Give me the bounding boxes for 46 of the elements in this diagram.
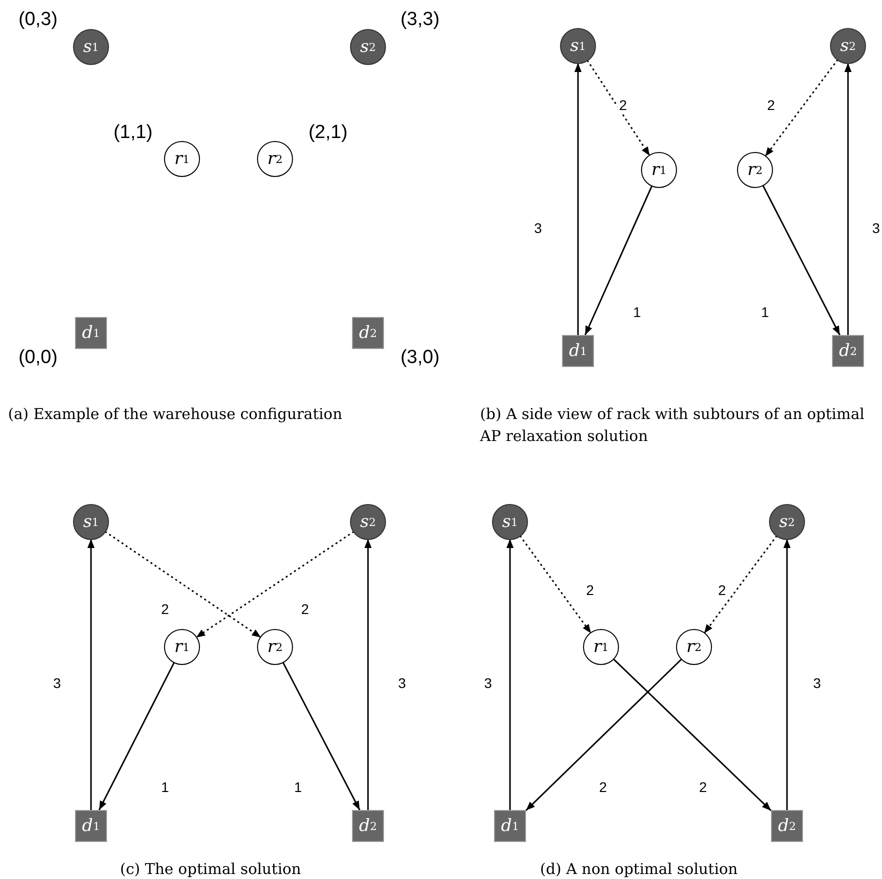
edge-label: 3 [811, 675, 823, 691]
arrow [282, 662, 360, 810]
arrow [519, 535, 592, 634]
coordinate-label: (2,1) [308, 122, 348, 144]
edge-label: 1 [159, 779, 171, 795]
arrow [104, 530, 262, 638]
coordinate-label: (0,3) [18, 9, 58, 31]
edge-label: 3 [532, 220, 544, 236]
edge-label: 2 [697, 779, 709, 795]
coordinate-label: (0,0) [18, 347, 58, 369]
arrow [584, 185, 653, 336]
figure-caption: (d) A non optimal solution [540, 859, 739, 879]
arrow [98, 662, 175, 810]
edge-label: 2 [299, 601, 311, 617]
edge-label: 1 [759, 304, 771, 320]
edge-label: 2 [597, 779, 609, 795]
figure-caption: (a) Example of the warehouse configuration [8, 404, 344, 425]
arrow [783, 539, 791, 810]
arrow [506, 539, 514, 810]
arrow [764, 59, 838, 157]
arrow [704, 535, 778, 634]
edge-label: 2 [159, 601, 171, 617]
arrow [364, 539, 372, 810]
edge-label: 3 [396, 675, 408, 691]
edge-label: 2 [617, 97, 629, 113]
edge-label: 2 [584, 582, 596, 598]
coordinate-label: (3,3) [400, 9, 440, 31]
coordinate-label: (1,1) [113, 122, 153, 144]
edge-label: 3 [482, 675, 494, 691]
figure-caption: (b) A side view of rack with subtours of an optimal AP relaxation solution [480, 404, 866, 447]
edge-label: 1 [631, 304, 643, 320]
arrow [574, 63, 582, 335]
edge-label: 2 [765, 97, 777, 113]
edge-label: 3 [870, 220, 882, 236]
arrow [612, 658, 772, 812]
edge-label: 3 [51, 675, 63, 691]
arrow [586, 60, 650, 156]
arrow [87, 539, 95, 810]
arrow [525, 658, 682, 811]
coordinate-label: (3,0) [400, 347, 440, 369]
edge-label: 1 [292, 779, 304, 795]
arrow [196, 530, 354, 638]
figure-caption: (c) The optimal solution [120, 859, 302, 879]
arrow [844, 63, 852, 335]
arrow [762, 184, 840, 336]
edge-label: 2 [716, 582, 728, 598]
